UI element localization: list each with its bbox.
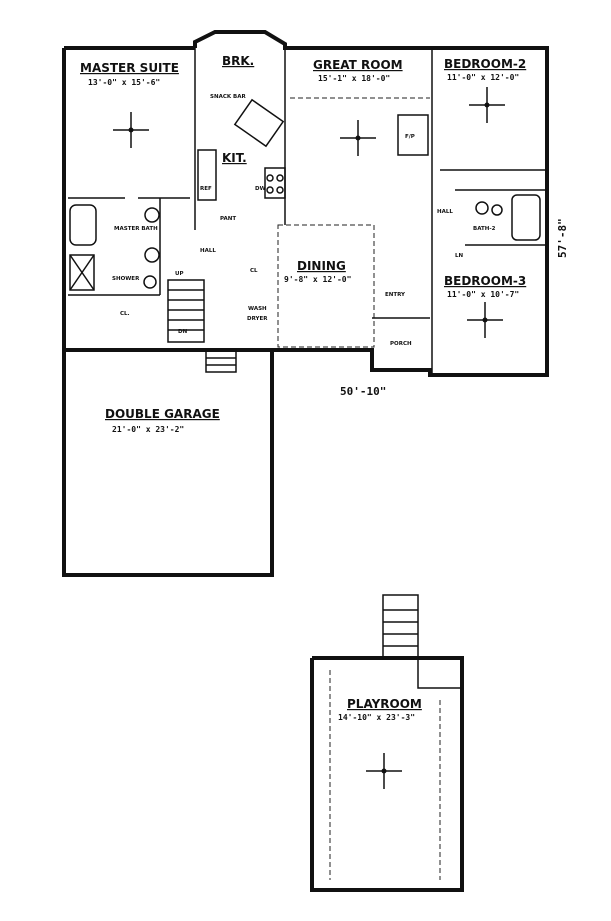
ceiling-fan-icon xyxy=(113,112,149,148)
garage-size: 21'-0" x 23'-2" xyxy=(112,425,184,434)
entry-label: ENTRY xyxy=(385,292,406,298)
playroom-walls xyxy=(310,594,464,892)
main-floor-walls xyxy=(62,30,549,377)
closet-label: CL xyxy=(250,268,258,274)
ceiling-fan-icon xyxy=(340,120,376,156)
linen-label: LN xyxy=(455,253,464,259)
garage-walls xyxy=(62,350,274,577)
breakfast-label: BRK. xyxy=(222,54,254,68)
master-suite-label: MASTER SUITE xyxy=(80,61,179,75)
master-closet-label: CL. xyxy=(120,311,130,317)
dryer-label: DRYER xyxy=(247,316,268,322)
dining-label: DINING xyxy=(297,259,346,273)
master-bath-label: MASTER BATH xyxy=(114,226,158,232)
ceiling-fan-icon xyxy=(467,302,503,338)
overall-depth-dimension: 57'-8" xyxy=(556,218,569,258)
dining-size: 9'-8" x 12'-0" xyxy=(284,275,351,284)
up-label: UP xyxy=(175,271,184,277)
bedroom3-label: BEDROOM-3 xyxy=(444,274,526,288)
ceiling-fan-icon xyxy=(469,87,505,123)
ceiling-fan-icons xyxy=(113,87,505,789)
bath2-label: BATH-2 xyxy=(473,226,496,232)
ceiling-fan-icon xyxy=(366,753,402,789)
dw-label: DW xyxy=(255,186,266,192)
snack-bar-label: SNACK BAR xyxy=(210,94,246,100)
great-room-label: GREAT ROOM xyxy=(313,58,403,72)
kitchen-label: KIT. xyxy=(222,151,247,165)
master-suite-size: 13'-0" x 15'-6" xyxy=(88,78,160,87)
great-room-size: 15'-1" x 18'-0" xyxy=(318,74,390,83)
fixtures xyxy=(69,98,541,373)
bedroom2-label: BEDROOM-2 xyxy=(444,57,526,71)
shower-label: SHOWER xyxy=(112,276,140,282)
wash-label: WASH xyxy=(248,306,267,312)
dn-label: DN xyxy=(178,329,188,335)
ref-label: REF xyxy=(200,186,212,192)
bedroom2-size: 11'-0" x 12'-0" xyxy=(447,73,519,82)
bedroom3-size: 11'-0" x 10'-7" xyxy=(447,290,519,299)
porch-label: PORCH xyxy=(390,341,412,347)
hall-label: HALL xyxy=(200,248,216,254)
garage-label: DOUBLE GARAGE xyxy=(105,407,220,421)
playroom-label: PLAYROOM xyxy=(347,697,422,711)
overall-width-dimension: 50'-10" xyxy=(340,385,386,398)
hall2-label: HALL xyxy=(437,209,453,215)
pantry-label: PANT xyxy=(220,216,236,222)
fireplace-label: F/P xyxy=(405,134,415,140)
playroom-size: 14'-10" x 23'-3" xyxy=(338,713,415,722)
